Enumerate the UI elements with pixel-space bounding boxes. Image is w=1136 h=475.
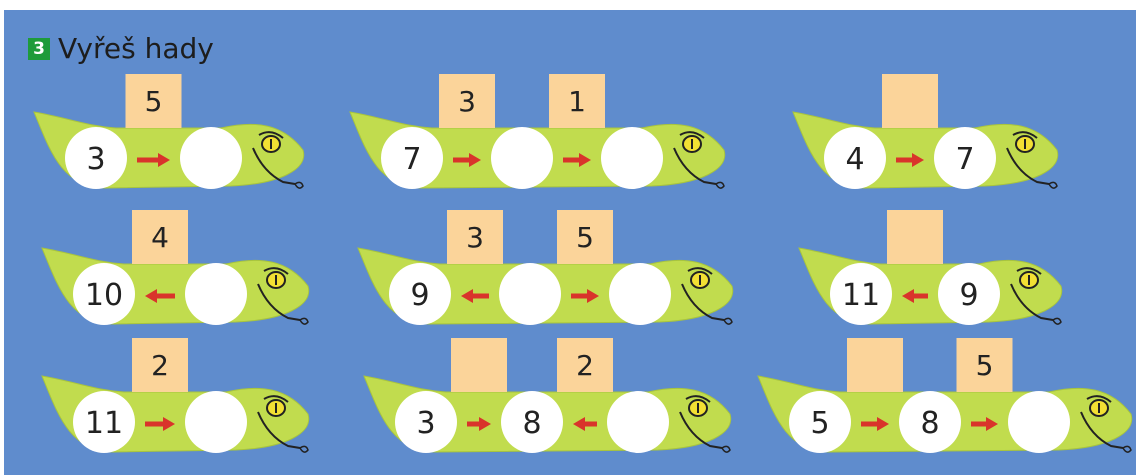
number-circle[interactable] <box>1008 391 1070 453</box>
number-value: 4 <box>845 142 864 177</box>
number-circle[interactable] <box>185 391 247 453</box>
number-circle[interactable] <box>601 127 663 189</box>
operation-value: 5 <box>145 85 163 118</box>
number-value: 11 <box>842 278 880 313</box>
number-value: 10 <box>85 278 123 313</box>
snake-4: 4 10 <box>42 210 309 325</box>
snake-tongue-icon <box>1123 446 1131 452</box>
number-circle[interactable] <box>185 263 247 325</box>
operation-value: 3 <box>458 85 476 118</box>
number-value: 8 <box>920 406 939 441</box>
operation-value: 4 <box>151 221 169 254</box>
number-value: 5 <box>810 406 829 441</box>
snake-5: 3 5 9 <box>358 210 733 325</box>
number-value: 9 <box>410 278 429 313</box>
number-circle[interactable] <box>491 127 553 189</box>
snake-2: 3 1 7 <box>350 74 725 189</box>
operation-value: 5 <box>976 349 994 382</box>
snake-6: 11 9 <box>799 210 1062 325</box>
snake-tongue-icon <box>295 182 303 188</box>
operation-value: 2 <box>151 349 169 382</box>
operation-box[interactable] <box>882 74 938 128</box>
operation-value: 3 <box>466 221 484 254</box>
operation-box[interactable] <box>887 210 943 264</box>
number-circle[interactable] <box>180 127 242 189</box>
operation-value: 1 <box>568 85 586 118</box>
operation-box[interactable] <box>451 338 507 392</box>
number-circle[interactable] <box>499 263 561 325</box>
operation-box[interactable] <box>847 338 903 392</box>
operation-value: 5 <box>576 221 594 254</box>
snake-tongue-icon <box>724 318 732 324</box>
snake-7: 2 11 <box>42 338 309 453</box>
snake-tongue-icon <box>1049 182 1057 188</box>
operation-value: 2 <box>576 349 594 382</box>
snake-tongue-icon <box>716 182 724 188</box>
number-value: 3 <box>86 142 105 177</box>
snake-tongue-icon <box>300 318 308 324</box>
number-value: 7 <box>955 142 974 177</box>
snake-1: 53 <box>34 74 304 189</box>
snake-tongue-icon <box>1053 318 1061 324</box>
snakes-area: 5331747410359119211238558 <box>4 10 1136 475</box>
snake-tongue-icon <box>300 446 308 452</box>
number-value: 3 <box>416 406 435 441</box>
number-value: 7 <box>402 142 421 177</box>
number-value: 11 <box>85 406 123 441</box>
number-circle[interactable] <box>607 391 669 453</box>
number-circle[interactable] <box>609 263 671 325</box>
snake-8: 2 3 8 <box>364 338 731 453</box>
number-value: 8 <box>522 406 541 441</box>
number-value: 9 <box>959 278 978 313</box>
snake-9: 5 5 8 <box>758 338 1132 453</box>
snake-tongue-icon <box>722 446 730 452</box>
